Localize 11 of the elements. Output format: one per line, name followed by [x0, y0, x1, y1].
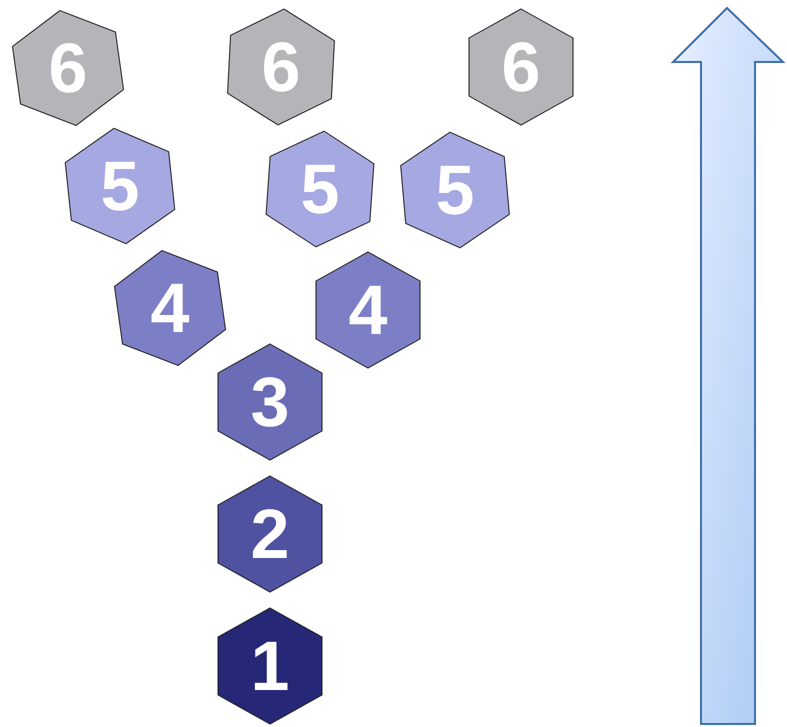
number-label: 5 — [300, 154, 340, 224]
number-label: 6 — [260, 32, 302, 102]
number-label: 6 — [48, 33, 88, 103]
number-label: 1 — [250, 631, 290, 701]
number-label: 4 — [348, 275, 388, 345]
number-label: 6 — [500, 32, 542, 102]
number-label: 5 — [434, 155, 476, 225]
number-label: 4 — [150, 273, 190, 343]
number-label: 5 — [100, 151, 140, 221]
number-label: 3 — [250, 367, 290, 437]
number-label: 2 — [250, 499, 290, 569]
